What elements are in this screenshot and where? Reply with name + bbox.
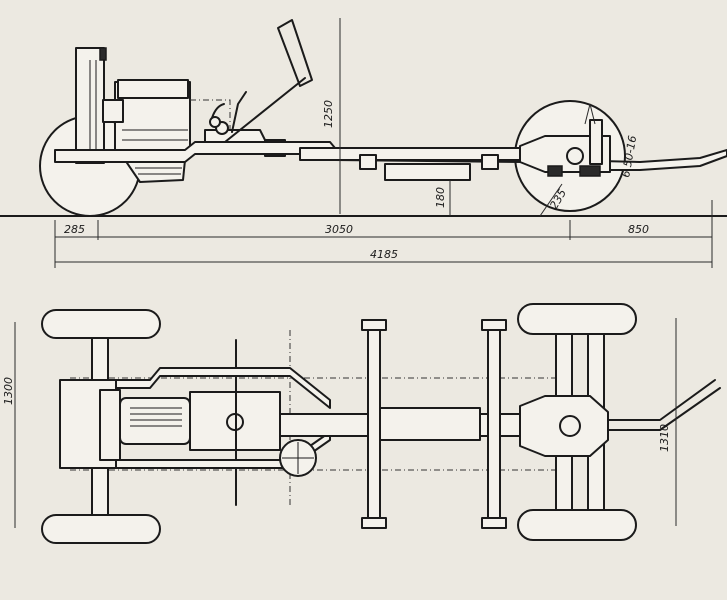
steering-wheel-side [277, 19, 313, 87]
overall-length-dimension: 4185 [370, 248, 398, 261]
rear-right-wheel-plan [517, 509, 637, 541]
height-dimension: 1250 [322, 100, 335, 128]
ground-clearance-dimension: 180 [434, 187, 447, 208]
rear-left-wheel-plan [517, 303, 637, 335]
front-overhang-dimension: 285 [64, 223, 85, 236]
rear-axle-differential-side [519, 135, 611, 173]
front-track-dimension: 1300 [2, 377, 15, 405]
tyre-size-pointer [584, 103, 596, 125]
front-left-wheel-plan [41, 309, 161, 339]
side-view: 1250 180 235 6.50-16 285 3050 850 4185 [0, 18, 727, 268]
rear-overhang-dimension: 850 [628, 223, 649, 236]
radiator-cap [99, 47, 107, 61]
rear-track-dimension: 1310 [658, 424, 671, 452]
front-right-wheel-plan [41, 514, 161, 544]
steering-column-side [214, 77, 306, 151]
engine-plan [119, 397, 191, 445]
frame-rail-plan-left [115, 367, 331, 409]
wheelbase-dimension: 3050 [325, 223, 353, 236]
plan-view: 1300 1310 [2, 303, 721, 544]
